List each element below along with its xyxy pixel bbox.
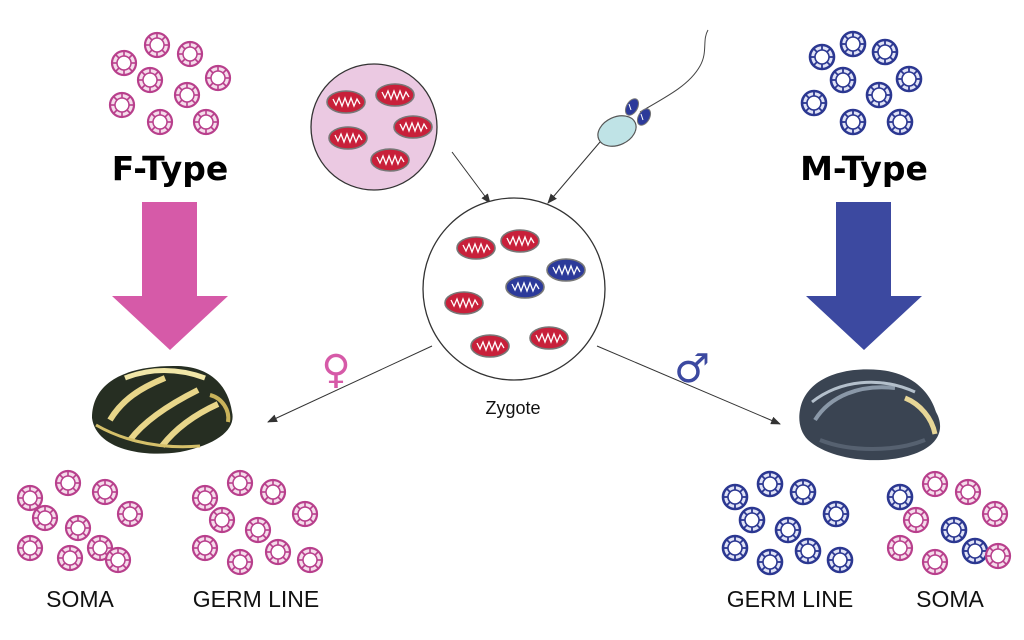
right-germ-line-mito-cluster	[721, 470, 854, 576]
f-type-title: F-Type	[112, 149, 228, 188]
male-clam-image	[799, 369, 941, 461]
left-germ-line-mito-cluster	[191, 469, 324, 576]
left-germ-line-label: GERM LINE	[193, 586, 320, 612]
f-type-arrow	[112, 202, 228, 350]
left-soma-mito-cluster	[16, 469, 144, 574]
right-soma-mito-cluster	[886, 470, 1012, 576]
sperm-to-zygote-arrow	[547, 141, 601, 204]
egg-to-zygote-arrow	[451, 151, 491, 204]
m-type-title: M-Type	[800, 149, 928, 188]
female-clam-image	[92, 365, 233, 454]
zygote-cell	[422, 197, 606, 381]
zygote-to-male-arrow	[596, 345, 781, 425]
m-type-mito-cluster	[800, 30, 923, 136]
f-type-mito-cluster	[108, 31, 232, 136]
right-soma-label: SOMA	[916, 586, 984, 612]
zygote-to-female-arrow	[267, 345, 433, 423]
m-type-arrow	[806, 202, 922, 350]
left-soma-label: SOMA	[46, 586, 114, 612]
male-symbol: ♂	[674, 346, 710, 392]
egg-cell	[310, 63, 438, 191]
sperm-cell	[597, 29, 709, 147]
zygote-label: Zygote	[485, 398, 540, 418]
right-germ-line-label: GERM LINE	[727, 586, 854, 612]
female-symbol: ♀	[321, 347, 350, 393]
